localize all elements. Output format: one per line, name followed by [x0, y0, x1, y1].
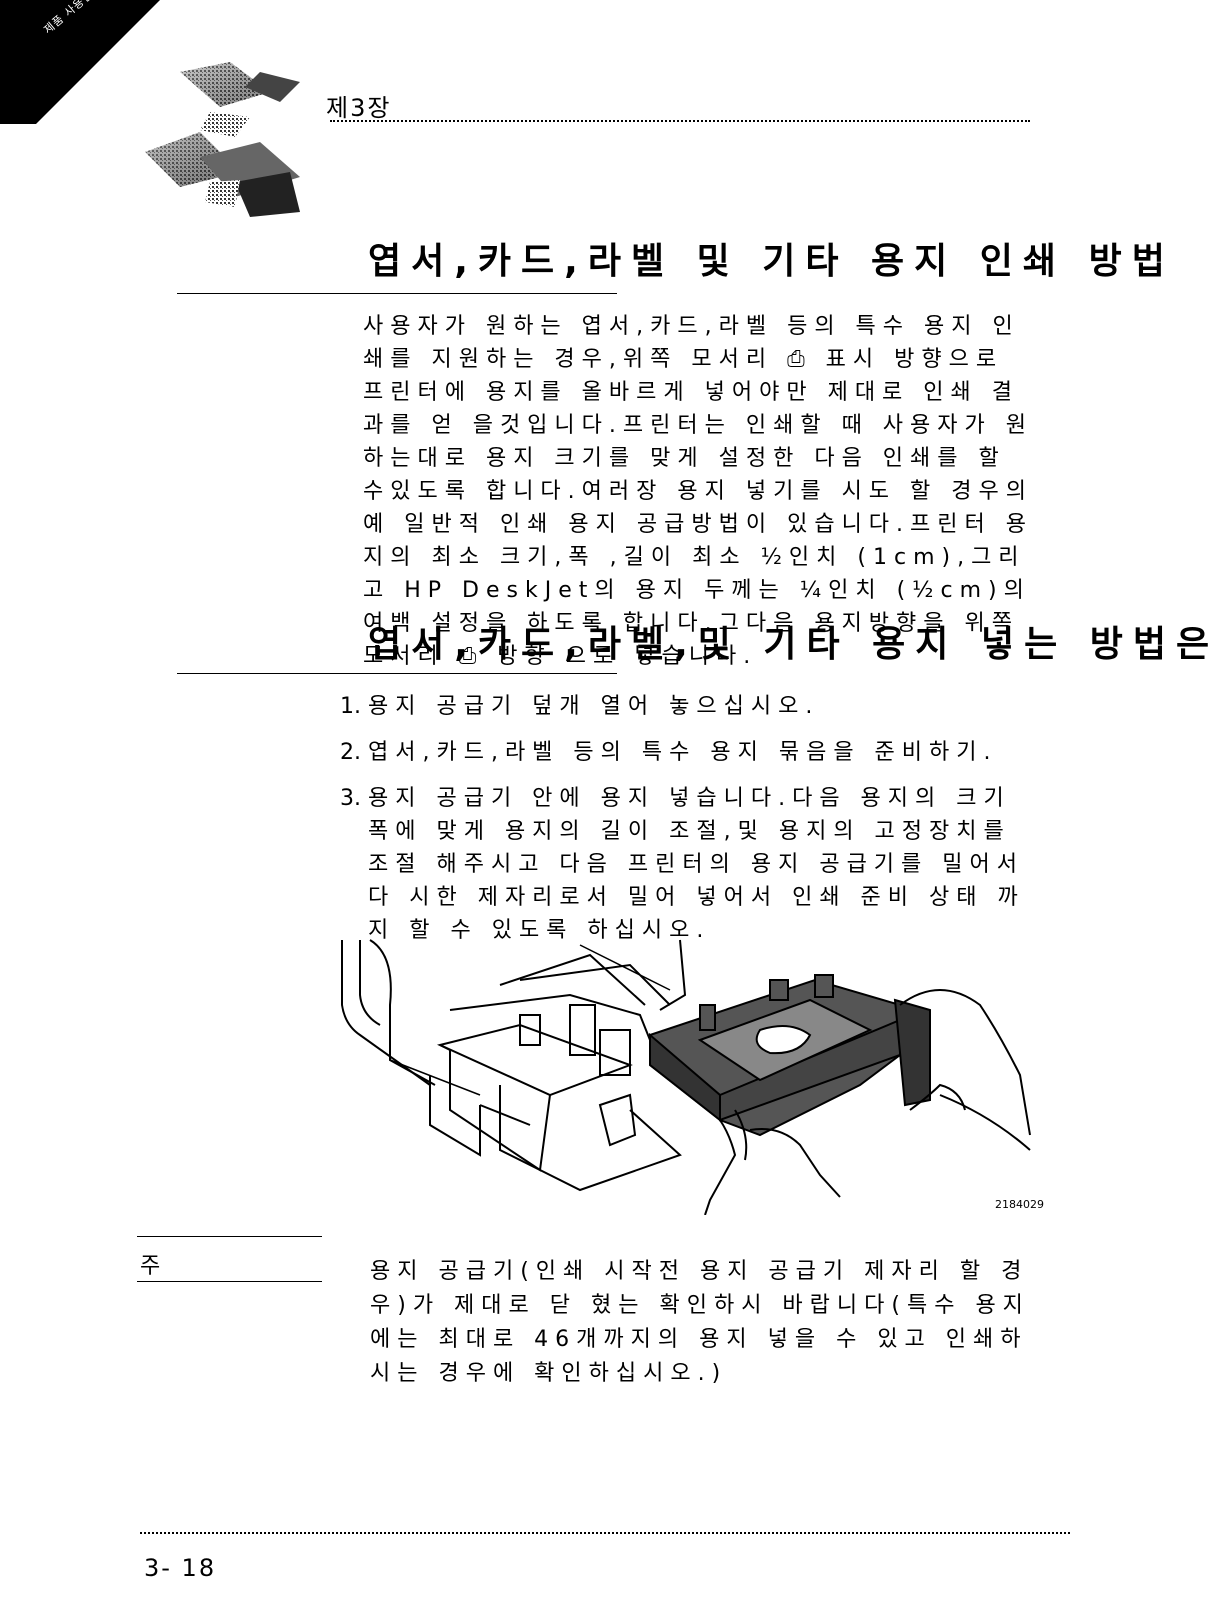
step-number: 3. [340, 786, 361, 811]
section-rule [177, 293, 617, 294]
step-number: 2. [340, 740, 361, 765]
step-text: 용지 공급기 안에 용지 넣습니다.다음 용지의 크기 폭에 맞게 용지의 길이… [368, 786, 1025, 943]
corner-triangle [0, 0, 160, 124]
figure-id: 2184029 [995, 1198, 1044, 1211]
note-rule-top [137, 1236, 322, 1237]
step-number: 1. [340, 694, 361, 719]
note-label: 주 [140, 1254, 161, 1279]
section-title-loading: 엽서,카드,라벨,및 기타 용지 넣는 방법은 [368, 624, 1220, 665]
note-rule-bottom [137, 1281, 322, 1282]
chapter-logo-graphic [145, 62, 300, 217]
chapter-label: 제3장 [326, 94, 392, 122]
step-text: 엽서,카드,라벨 등의 특수 용지 묶음을 준비하기. [368, 740, 998, 765]
paper-tray-illustration [341, 939, 1031, 1215]
section-title-printing: 엽서,카드,라벨 및 기타 용지 인쇄 방법 [368, 241, 1175, 282]
page-number: 3- 18 [144, 1554, 217, 1582]
step-text: 용지 공급기 덮개 열어 놓으십시오. [368, 694, 820, 719]
section-body-paragraph: 사용자가 원하는 엽서,카드,라벨 등의 특수 용지 인쇄를 지원하는 경우,위… [363, 314, 1033, 669]
footer-dotted-rule [140, 1532, 1070, 1534]
note-text: 용지 공급기(인쇄 시작전 용지 공급기 제자리 할 경우)가 제대로 닫 혔는… [370, 1259, 1030, 1386]
section-rule [177, 673, 617, 674]
list-item: 1. 용지 공급기 덮개 열어 놓으십시오. [340, 690, 1050, 723]
step-list: 1. 용지 공급기 덮개 열어 놓으십시오. 2. 엽서,카드,라벨 등의 특수… [340, 690, 1050, 960]
list-item: 3. 용지 공급기 안에 용지 넣습니다.다음 용지의 크기 폭에 맞게 용지의… [340, 782, 1050, 947]
list-item: 2. 엽서,카드,라벨 등의 특수 용지 묶음을 준비하기. [340, 736, 1050, 769]
header-dotted-rule [330, 120, 1030, 122]
